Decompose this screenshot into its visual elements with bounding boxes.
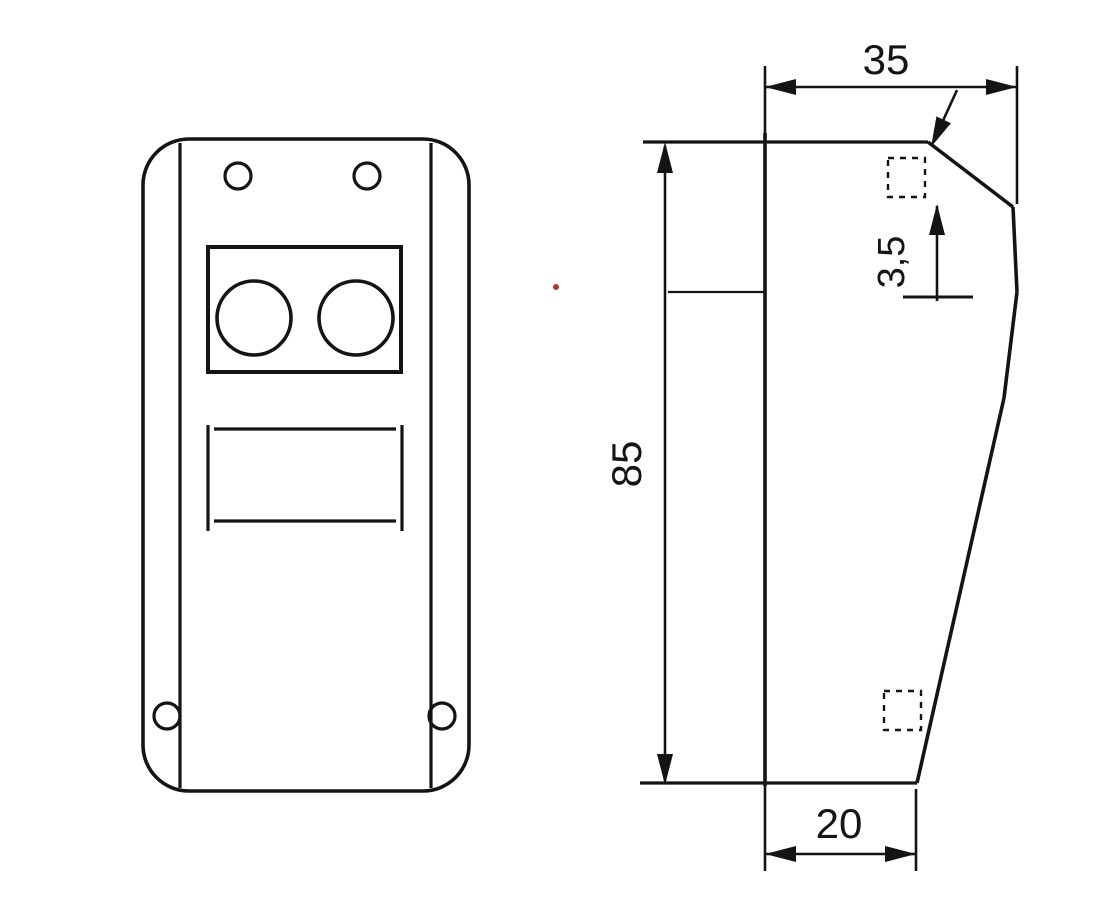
profile-front-taper bbox=[915, 397, 1006, 784]
profile-front-mid bbox=[1002, 291, 1019, 399]
arrowhead-right bbox=[885, 846, 916, 862]
arrowhead-down-to-chamfer bbox=[931, 116, 951, 147]
mounting-hole-bottom-left bbox=[152, 701, 182, 731]
front-view bbox=[141, 137, 471, 793]
side-view bbox=[640, 133, 1019, 786]
enclosure-front-outline bbox=[141, 137, 471, 793]
side-profile-outline bbox=[640, 133, 1019, 786]
mounting-hole-top-left bbox=[223, 161, 253, 191]
mounting-hole-bottom-right bbox=[427, 701, 457, 731]
dimension-label-top-width: 35 bbox=[863, 36, 910, 83]
arrowhead-down bbox=[657, 754, 673, 785]
dimension-label-step: 3,5 bbox=[871, 236, 913, 289]
dimension-height: 85 bbox=[603, 142, 764, 785]
profile-chamfer bbox=[926, 140, 1015, 209]
profile-front-upper bbox=[1011, 206, 1019, 293]
scan-artifact-dot bbox=[553, 284, 559, 290]
arrowhead-left bbox=[765, 846, 796, 862]
arrowhead-right bbox=[986, 79, 1017, 95]
mounting-hole-top-right bbox=[352, 161, 382, 191]
arrowhead-up bbox=[929, 204, 945, 235]
hidden-slot-top bbox=[886, 156, 927, 199]
button-left bbox=[215, 279, 293, 357]
dimension-label-bottom-width: 20 bbox=[816, 800, 863, 847]
arrowhead-left bbox=[765, 79, 796, 95]
dimension-top-width: 35 bbox=[763, 36, 1019, 204]
dimension-label-height: 85 bbox=[603, 441, 650, 488]
dimension-step: 3,5 bbox=[871, 89, 973, 301]
hidden-slot-bottom bbox=[882, 689, 923, 732]
label-window bbox=[206, 425, 404, 531]
button-right bbox=[317, 279, 395, 357]
dimension-bottom-width: 20 bbox=[763, 786, 918, 871]
arrowhead-up bbox=[657, 142, 673, 173]
button-panel-outline bbox=[206, 245, 403, 374]
